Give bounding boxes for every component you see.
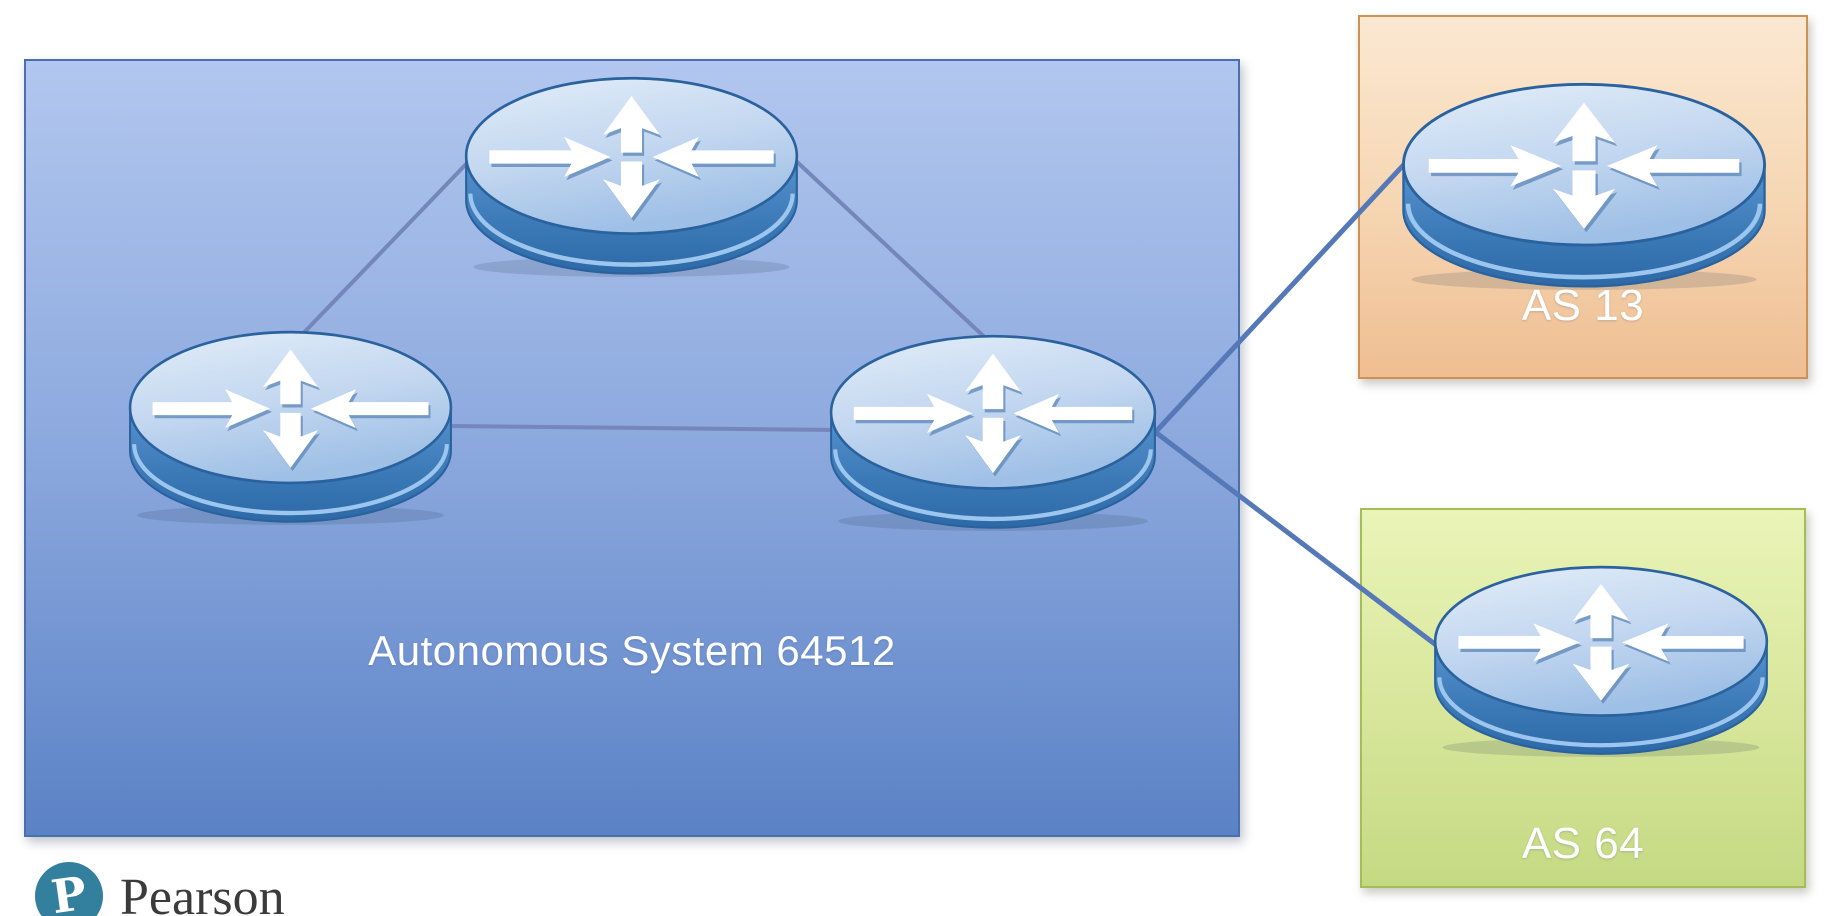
- router-icon-left: [130, 332, 451, 525]
- external-edges: [1147, 155, 1443, 651]
- pearson-wordmark: Pearson: [120, 869, 285, 916]
- edge-right-as13: [1147, 155, 1413, 441]
- as64-label: AS 64: [1521, 819, 1645, 868]
- internal-edges: [290, 158, 995, 432]
- edge-left-right: [448, 424, 842, 432]
- router-icon-as13: [1403, 84, 1764, 290]
- as64512-label: Autonomous System 64512: [368, 627, 896, 674]
- pearson-logo: P Pearson: [34, 860, 285, 916]
- edge-top-right: [793, 158, 995, 347]
- svg-text:P: P: [48, 866, 90, 916]
- as13-label: AS 13: [1521, 281, 1645, 330]
- router-icon-top: [466, 78, 797, 277]
- router-icon-right: [831, 336, 1155, 531]
- edge-right-as64: [1147, 425, 1443, 651]
- router-icon-as64: [1435, 567, 1767, 757]
- pearson-logo-icon: P: [35, 862, 103, 916]
- edge-top-left: [290, 158, 472, 347]
